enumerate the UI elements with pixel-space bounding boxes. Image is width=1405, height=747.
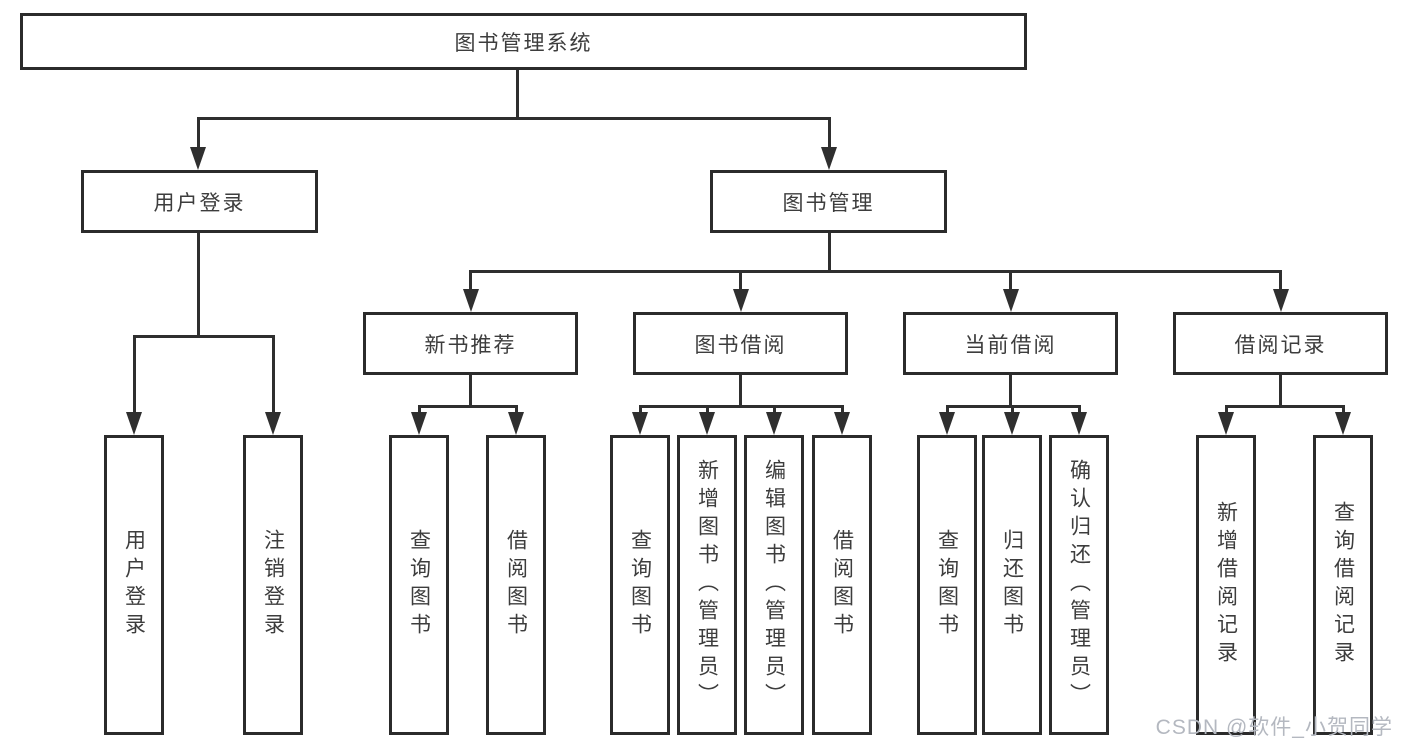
leaf-query-books: 查询图书 — [389, 435, 449, 735]
connector-group-bus — [639, 405, 844, 408]
connector-drop-leaf — [773, 405, 776, 413]
arrowhead-leaf — [632, 412, 648, 435]
connector-module-stem — [1279, 375, 1282, 408]
leaf-query-books: 查询图书 — [610, 435, 670, 735]
leaf-user-login: 用户登录 — [104, 435, 164, 735]
node-user-login: 用户登录 — [81, 170, 318, 233]
node-label: 注销登录 — [261, 529, 285, 641]
connector-drop-leaf — [1225, 405, 1228, 413]
node-label: 确认归还（管理员） — [1067, 459, 1091, 711]
arrowhead-leaf — [1218, 412, 1234, 435]
arrowhead-module — [733, 289, 749, 312]
leaf-logout: 注销登录 — [243, 435, 303, 735]
connector-module-stem — [739, 375, 742, 408]
node-new-book-recommendation: 新书推荐 — [363, 312, 578, 375]
node-label: 编辑图书（管理员） — [762, 459, 786, 711]
connector-user-login-bus — [133, 335, 275, 338]
arrowhead-leaf — [411, 412, 427, 435]
connector-drop-module — [739, 270, 742, 291]
node-label: 图书管理 — [782, 191, 875, 215]
connector-book-management-stem — [828, 233, 831, 273]
arrowhead-leaf — [1004, 412, 1020, 435]
leaf-query-borrow-record: 查询借阅记录 — [1313, 435, 1373, 735]
connector-drop-module — [1279, 270, 1282, 291]
node-current-borrowing: 当前借阅 — [903, 312, 1118, 375]
connector-group-bus — [1225, 405, 1345, 408]
node-label: 借阅图书 — [830, 529, 854, 641]
node-book-management: 图书管理 — [710, 170, 947, 233]
arrowhead-module — [463, 289, 479, 312]
node-label: 用户登录 — [122, 529, 146, 641]
arrowhead-leaf — [766, 412, 782, 435]
node-label: 查询借阅记录 — [1331, 501, 1355, 669]
leaf-borrow-books: 借阅图书 — [486, 435, 546, 735]
node-library-management-system: 图书管理系统 — [20, 13, 1027, 70]
arrowhead-leaf — [834, 412, 850, 435]
node-label: 用户登录 — [153, 191, 246, 215]
leaf-add-borrow-record: 新增借阅记录 — [1196, 435, 1256, 735]
connector-drop-leaf — [706, 405, 709, 413]
connector-drop-leaf — [639, 405, 642, 413]
csdn-watermark: CSDN @软件_小贺同学 — [1155, 716, 1393, 739]
arrowhead-leaf — [699, 412, 715, 435]
connector-level1-bus — [197, 117, 831, 120]
connector-user-login-stem — [197, 233, 200, 338]
connector-drop-leaf — [946, 405, 949, 413]
node-label: 图书管理系统 — [454, 31, 593, 55]
connector-level2-bus — [469, 270, 1282, 273]
connector-module-stem — [469, 375, 472, 408]
node-label: 归还图书 — [1000, 529, 1024, 641]
node-book-borrowing: 图书借阅 — [633, 312, 848, 375]
leaf-query-books: 查询图书 — [917, 435, 977, 735]
node-label: 查询图书 — [935, 529, 959, 641]
leaf-edit-books-admin: 编辑图书（管理员） — [744, 435, 804, 735]
arrowhead-user-login — [190, 147, 206, 170]
leaf-add-books-admin: 新增图书（管理员） — [677, 435, 737, 735]
connector-drop-leaf — [1342, 405, 1345, 413]
leaf-return-books: 归还图书 — [982, 435, 1042, 735]
arrowhead-leaf — [1071, 412, 1087, 435]
connector-drop-book-management — [828, 117, 831, 148]
connector-drop-module — [469, 270, 472, 291]
connector-drop-leaf — [1078, 405, 1081, 413]
arrowhead-leaf — [508, 412, 524, 435]
node-label: 新增图书（管理员） — [695, 459, 719, 711]
leaf-confirm-return-admin: 确认归还（管理员） — [1049, 435, 1109, 735]
connector-group-bus — [418, 405, 518, 408]
connector-drop-leaf — [272, 335, 275, 413]
arrowhead-module — [1003, 289, 1019, 312]
connector-drop-leaf — [515, 405, 518, 413]
node-label: 新增借阅记录 — [1214, 501, 1238, 669]
connector-drop-leaf — [841, 405, 844, 413]
node-label: 新书推荐 — [424, 333, 517, 357]
connector-drop-user-login — [197, 117, 200, 148]
connector-drop-leaf — [133, 335, 136, 413]
connector-root-stem — [516, 70, 519, 117]
node-label: 查询图书 — [628, 529, 652, 641]
connector-drop-leaf — [1011, 405, 1014, 413]
node-label: 图书借阅 — [694, 333, 787, 357]
connector-module-stem — [1009, 375, 1012, 408]
node-label: 当前借阅 — [964, 333, 1057, 357]
arrowhead-leaf — [1335, 412, 1351, 435]
arrowhead-book-management — [821, 147, 837, 170]
leaf-borrow-books: 借阅图书 — [812, 435, 872, 735]
arrowhead-module — [1273, 289, 1289, 312]
arrowhead-leaf — [939, 412, 955, 435]
node-label: 查询图书 — [407, 529, 431, 641]
node-label: 借阅记录 — [1234, 333, 1327, 357]
connector-drop-module — [1009, 270, 1012, 291]
node-label: 借阅图书 — [504, 529, 528, 641]
connector-drop-leaf — [418, 405, 421, 413]
node-borrowing-records: 借阅记录 — [1173, 312, 1388, 375]
arrowhead-leaf — [265, 412, 281, 435]
arrowhead-leaf — [126, 412, 142, 435]
